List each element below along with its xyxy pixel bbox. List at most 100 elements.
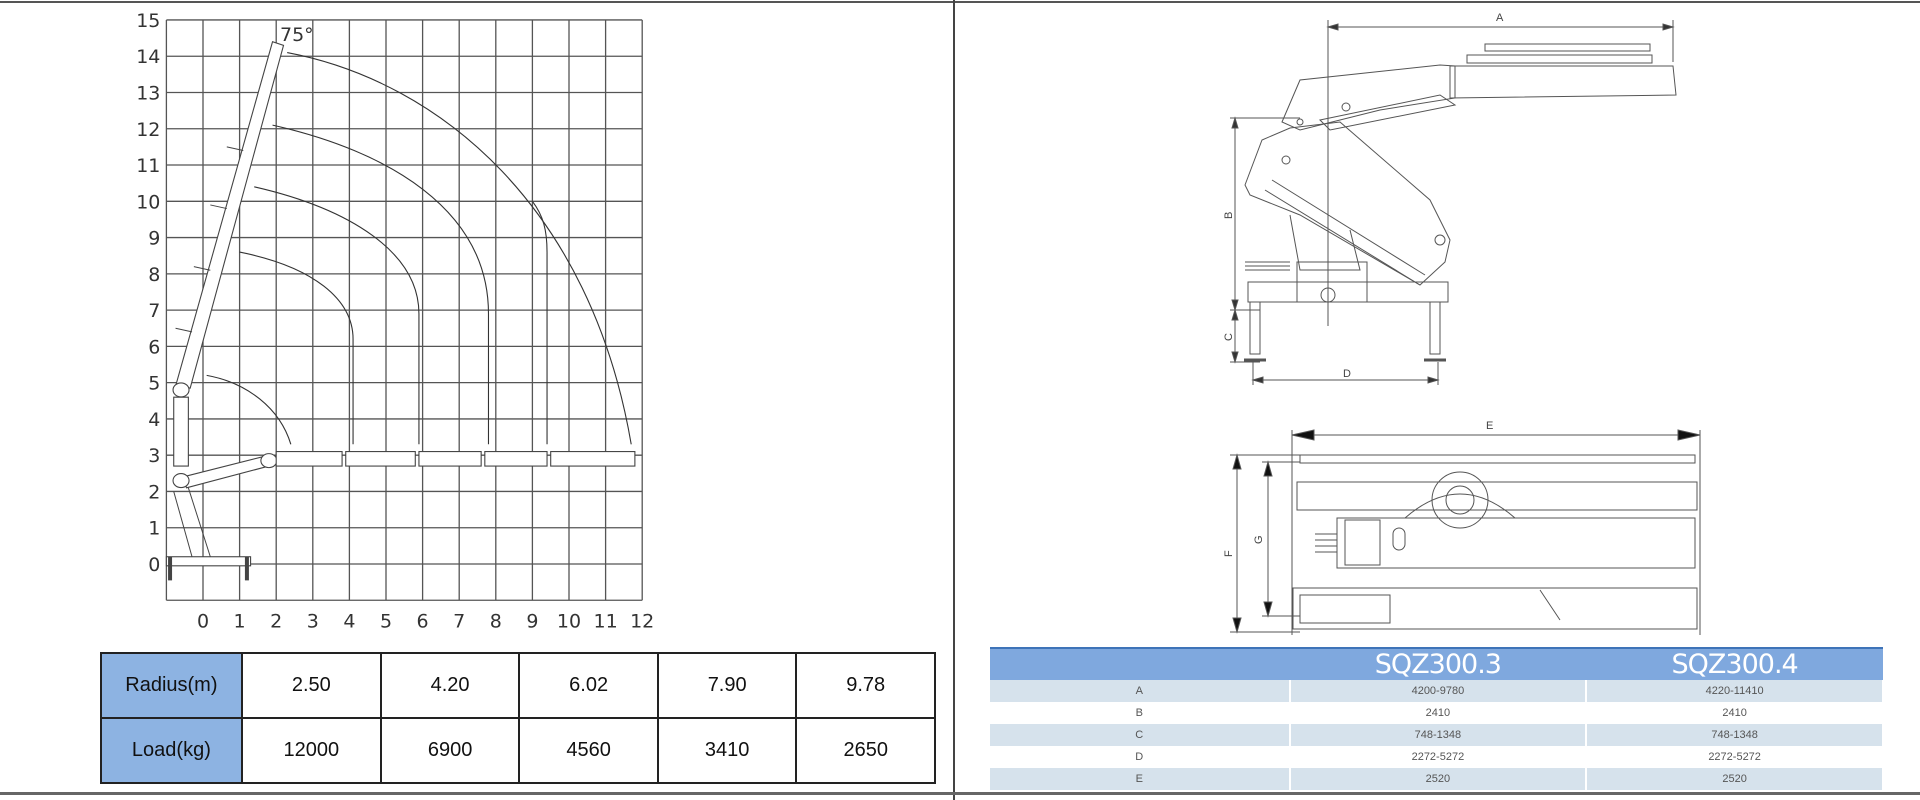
angle-label: 75° — [280, 24, 314, 46]
load-curves — [206, 52, 632, 445]
extension-section — [275, 451, 343, 467]
dim-label-d: D — [1343, 368, 1351, 380]
boom-section-joint — [175, 327, 193, 333]
table-cell: 2410 — [1289, 702, 1588, 724]
y-tick-label: 4 — [148, 409, 160, 431]
table-cell: 4220-11410 — [1586, 680, 1884, 702]
x-tick-label: 10 — [557, 610, 581, 632]
x-tick-label: 7 — [453, 610, 465, 632]
row-header: Load(kg) — [100, 717, 243, 784]
extension-section — [418, 451, 482, 467]
dim-label-b: B — [1223, 212, 1235, 219]
dim-label-g: G — [1253, 535, 1265, 544]
row-label: C — [990, 724, 1291, 746]
table-row-load: Load(kg) 12000 6900 4560 3410 2650 — [100, 717, 936, 784]
row-label: A — [990, 680, 1291, 702]
y-tick-label: 12 — [136, 119, 160, 141]
x-tick-label: 4 — [343, 610, 355, 632]
dim-label-e: E — [1486, 420, 1493, 432]
y-tick-label: 6 — [148, 336, 160, 358]
row-header: Radius(m) — [100, 652, 243, 719]
load-curve — [287, 52, 632, 445]
table-cell: 2410 — [1586, 702, 1884, 724]
table-cell: 3410 — [656, 717, 798, 784]
x-tick-label: 8 — [490, 610, 502, 632]
load-curve — [239, 251, 354, 445]
x-tick-label: 6 — [417, 610, 429, 632]
x-tick-label: 9 — [526, 610, 538, 632]
dim-label-f: F — [1223, 550, 1235, 557]
bottom-border — [0, 792, 1920, 795]
crane-column — [173, 487, 211, 557]
dim-label-a: A — [1496, 12, 1504, 24]
x-tick-label: 12 — [630, 610, 654, 632]
table-row: D 2272-5272 2272-5272 — [990, 746, 1884, 768]
y-tick-label: 3 — [148, 445, 160, 467]
table-cell: 2650 — [795, 717, 936, 784]
panel-divider — [953, 0, 955, 800]
extension-section — [550, 451, 636, 467]
table-cell: 12000 — [240, 717, 382, 784]
table-cell: 748-1348 — [1586, 724, 1884, 746]
table-cell: 2520 — [1586, 768, 1884, 790]
y-tick-label: 7 — [148, 300, 160, 322]
load-curve — [206, 374, 292, 445]
y-tick-label: 2 — [148, 481, 160, 503]
boom-section-joint — [210, 204, 227, 210]
x-tick-label: 5 — [380, 610, 392, 632]
boom-section-joint — [193, 266, 211, 271]
y-tick-label: 11 — [136, 155, 160, 177]
y-tick-label: 15 — [136, 10, 160, 32]
load-table: Radius(m) 2.50 4.20 6.02 7.90 9.78 Load(… — [100, 652, 936, 784]
extension-section — [345, 451, 416, 467]
row-label: D — [990, 746, 1291, 768]
x-tick-label: 11 — [594, 610, 618, 632]
load-curve — [272, 124, 490, 445]
crane-dimension-drawing: A B C D E F G — [1223, 12, 1701, 635]
x-tick-label: 2 — [270, 610, 282, 632]
top-view — [1230, 429, 1701, 635]
spec-table: SQZ300.3 SQZ300.4 A 4200-9780 4220-11410… — [990, 647, 1884, 790]
table-cell: 6.02 — [518, 652, 659, 719]
y-tick-label: 13 — [136, 82, 160, 104]
table-cell: 4560 — [518, 717, 659, 784]
row-label: E — [990, 768, 1291, 790]
spec-header-row: SQZ300.3 SQZ300.4 — [990, 647, 1883, 680]
y-tick-label: 5 — [148, 373, 160, 395]
extension-section — [484, 451, 548, 467]
y-tick-label: 0 — [148, 554, 160, 576]
table-row: A 4200-9780 4220-11410 — [990, 680, 1884, 702]
table-cell: 2272-5272 — [1289, 746, 1588, 768]
dim-label-c: C — [1223, 333, 1235, 341]
table-cell: 6900 — [379, 717, 521, 784]
row-label: B — [990, 702, 1291, 724]
load-curve — [254, 186, 420, 445]
x-tick-label: 0 — [197, 610, 209, 632]
boom-section-joint — [226, 146, 244, 152]
table-cell: 748-1348 — [1289, 724, 1588, 746]
outrigger-leg — [168, 556, 249, 581]
x-tick-label: 3 — [307, 610, 319, 632]
y-tick-label: 10 — [136, 191, 160, 213]
y-tick-label: 8 — [148, 264, 160, 286]
table-row: E 2520 2520 — [990, 768, 1884, 790]
table-cell: 4.20 — [379, 652, 521, 719]
side-view — [1230, 20, 1677, 385]
y-tick-label: 9 — [148, 228, 160, 250]
crane-base — [165, 556, 252, 567]
chart-grid — [165, 19, 643, 601]
y-tick-label: 14 — [136, 46, 160, 68]
top-border — [0, 1, 1920, 3]
table-cell: 9.78 — [795, 652, 936, 719]
table-cell: 2272-5272 — [1586, 746, 1884, 768]
x-tick-label: 1 — [234, 610, 246, 632]
column-header — [990, 647, 1290, 680]
table-cell: 7.90 — [656, 652, 798, 719]
table-cell: 2520 — [1289, 768, 1588, 790]
column-header: SQZ300.3 — [1289, 647, 1587, 680]
table-row-radius: Radius(m) 2.50 4.20 6.02 7.90 9.78 — [100, 652, 936, 719]
table-cell: 2.50 — [240, 652, 382, 719]
column-header: SQZ300.4 — [1586, 647, 1883, 680]
